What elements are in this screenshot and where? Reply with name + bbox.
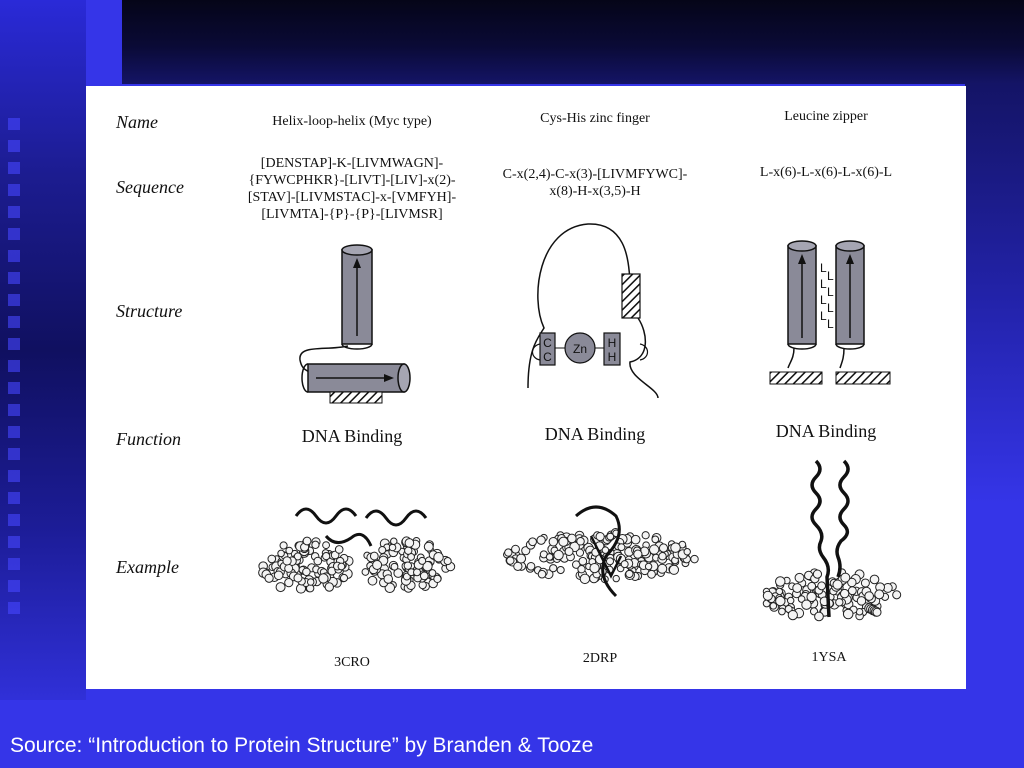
column-3-name: Leucine zipper bbox=[784, 109, 868, 124]
svg-text:L: L bbox=[820, 309, 827, 323]
helix-loop-helix-diagram bbox=[299, 244, 411, 404]
column-1-example-id: 3CRO bbox=[334, 655, 370, 670]
column-1-name: Helix-loop-helix (Myc type) bbox=[272, 114, 432, 129]
vertical-helix-cylinder bbox=[341, 244, 373, 350]
row-label-example: Example bbox=[116, 557, 179, 577]
column-2-name: Cys-His zinc finger bbox=[540, 111, 650, 126]
column-3-function: DNA Binding bbox=[775, 421, 877, 441]
source-caption: Source: “Introduction to Protein Structu… bbox=[10, 734, 594, 757]
right-gradient bbox=[965, 84, 1024, 504]
right-zipper-helix bbox=[835, 240, 865, 369]
svg-text:L: L bbox=[820, 277, 827, 291]
example-2drp-molecule bbox=[503, 505, 699, 598]
column-1-sequence: [DENSTAP]-K-[LIVMWAGN]- {FYWCPHKR}-[LIVT… bbox=[247, 156, 457, 222]
helix-hatch-block bbox=[621, 273, 641, 319]
left-zipper-helix bbox=[787, 240, 817, 369]
row-label-name: Name bbox=[116, 112, 158, 132]
finger-loop-line bbox=[527, 223, 631, 389]
example-1ysa-molecule bbox=[762, 459, 902, 622]
svg-text:L: L bbox=[827, 317, 834, 331]
svg-text:L: L bbox=[827, 301, 834, 315]
row-label-structure: Structure bbox=[116, 301, 183, 321]
svg-text:C: C bbox=[543, 336, 552, 350]
dna-hatch-block bbox=[329, 391, 383, 404]
example-3cro-molecule bbox=[258, 507, 456, 594]
his-block bbox=[603, 332, 621, 366]
leucine-zipper-diagram: L L L L L L L L bbox=[769, 240, 891, 385]
column-3-sequence: L-x(6)-L-x(6)-L-x(6)-L bbox=[759, 165, 893, 180]
svg-text:L: L bbox=[827, 269, 834, 283]
column-3-example-id: 1YSA bbox=[811, 650, 847, 665]
zinc-finger-diagram: C C Zn H H bbox=[527, 223, 659, 399]
top-dark-band bbox=[122, 0, 1024, 84]
svg-text:H: H bbox=[608, 336, 617, 350]
svg-text:Zn: Zn bbox=[573, 342, 587, 356]
left-dark-panel bbox=[0, 0, 86, 700]
horizontal-helix-cylinder bbox=[301, 363, 411, 393]
column-2-example-id: 2DRP bbox=[582, 651, 618, 666]
leucine-labels: L L L L L L L L bbox=[820, 261, 834, 331]
svg-text:C: C bbox=[543, 350, 552, 364]
column-2-sequence: C-x(2,4)-C-x(3)-[LIVMFYWC]- x(8)-H-x(3,5… bbox=[502, 167, 688, 199]
row-label-function: Function bbox=[116, 429, 181, 449]
dna-hatch-block-left bbox=[769, 371, 823, 385]
dna-hatch-block-right bbox=[835, 371, 891, 385]
row-label-sequence: Sequence bbox=[116, 177, 184, 197]
column-1-function: DNA Binding bbox=[301, 426, 403, 446]
column-2-function: DNA Binding bbox=[544, 424, 646, 444]
decorative-squares bbox=[8, 118, 38, 624]
svg-text:L: L bbox=[820, 261, 827, 275]
cys-block bbox=[539, 332, 556, 366]
svg-text:L: L bbox=[820, 293, 827, 307]
figure-panel: Name Sequence Structure Function Example… bbox=[86, 86, 966, 689]
svg-text:H: H bbox=[608, 350, 617, 364]
svg-text:L: L bbox=[827, 285, 834, 299]
